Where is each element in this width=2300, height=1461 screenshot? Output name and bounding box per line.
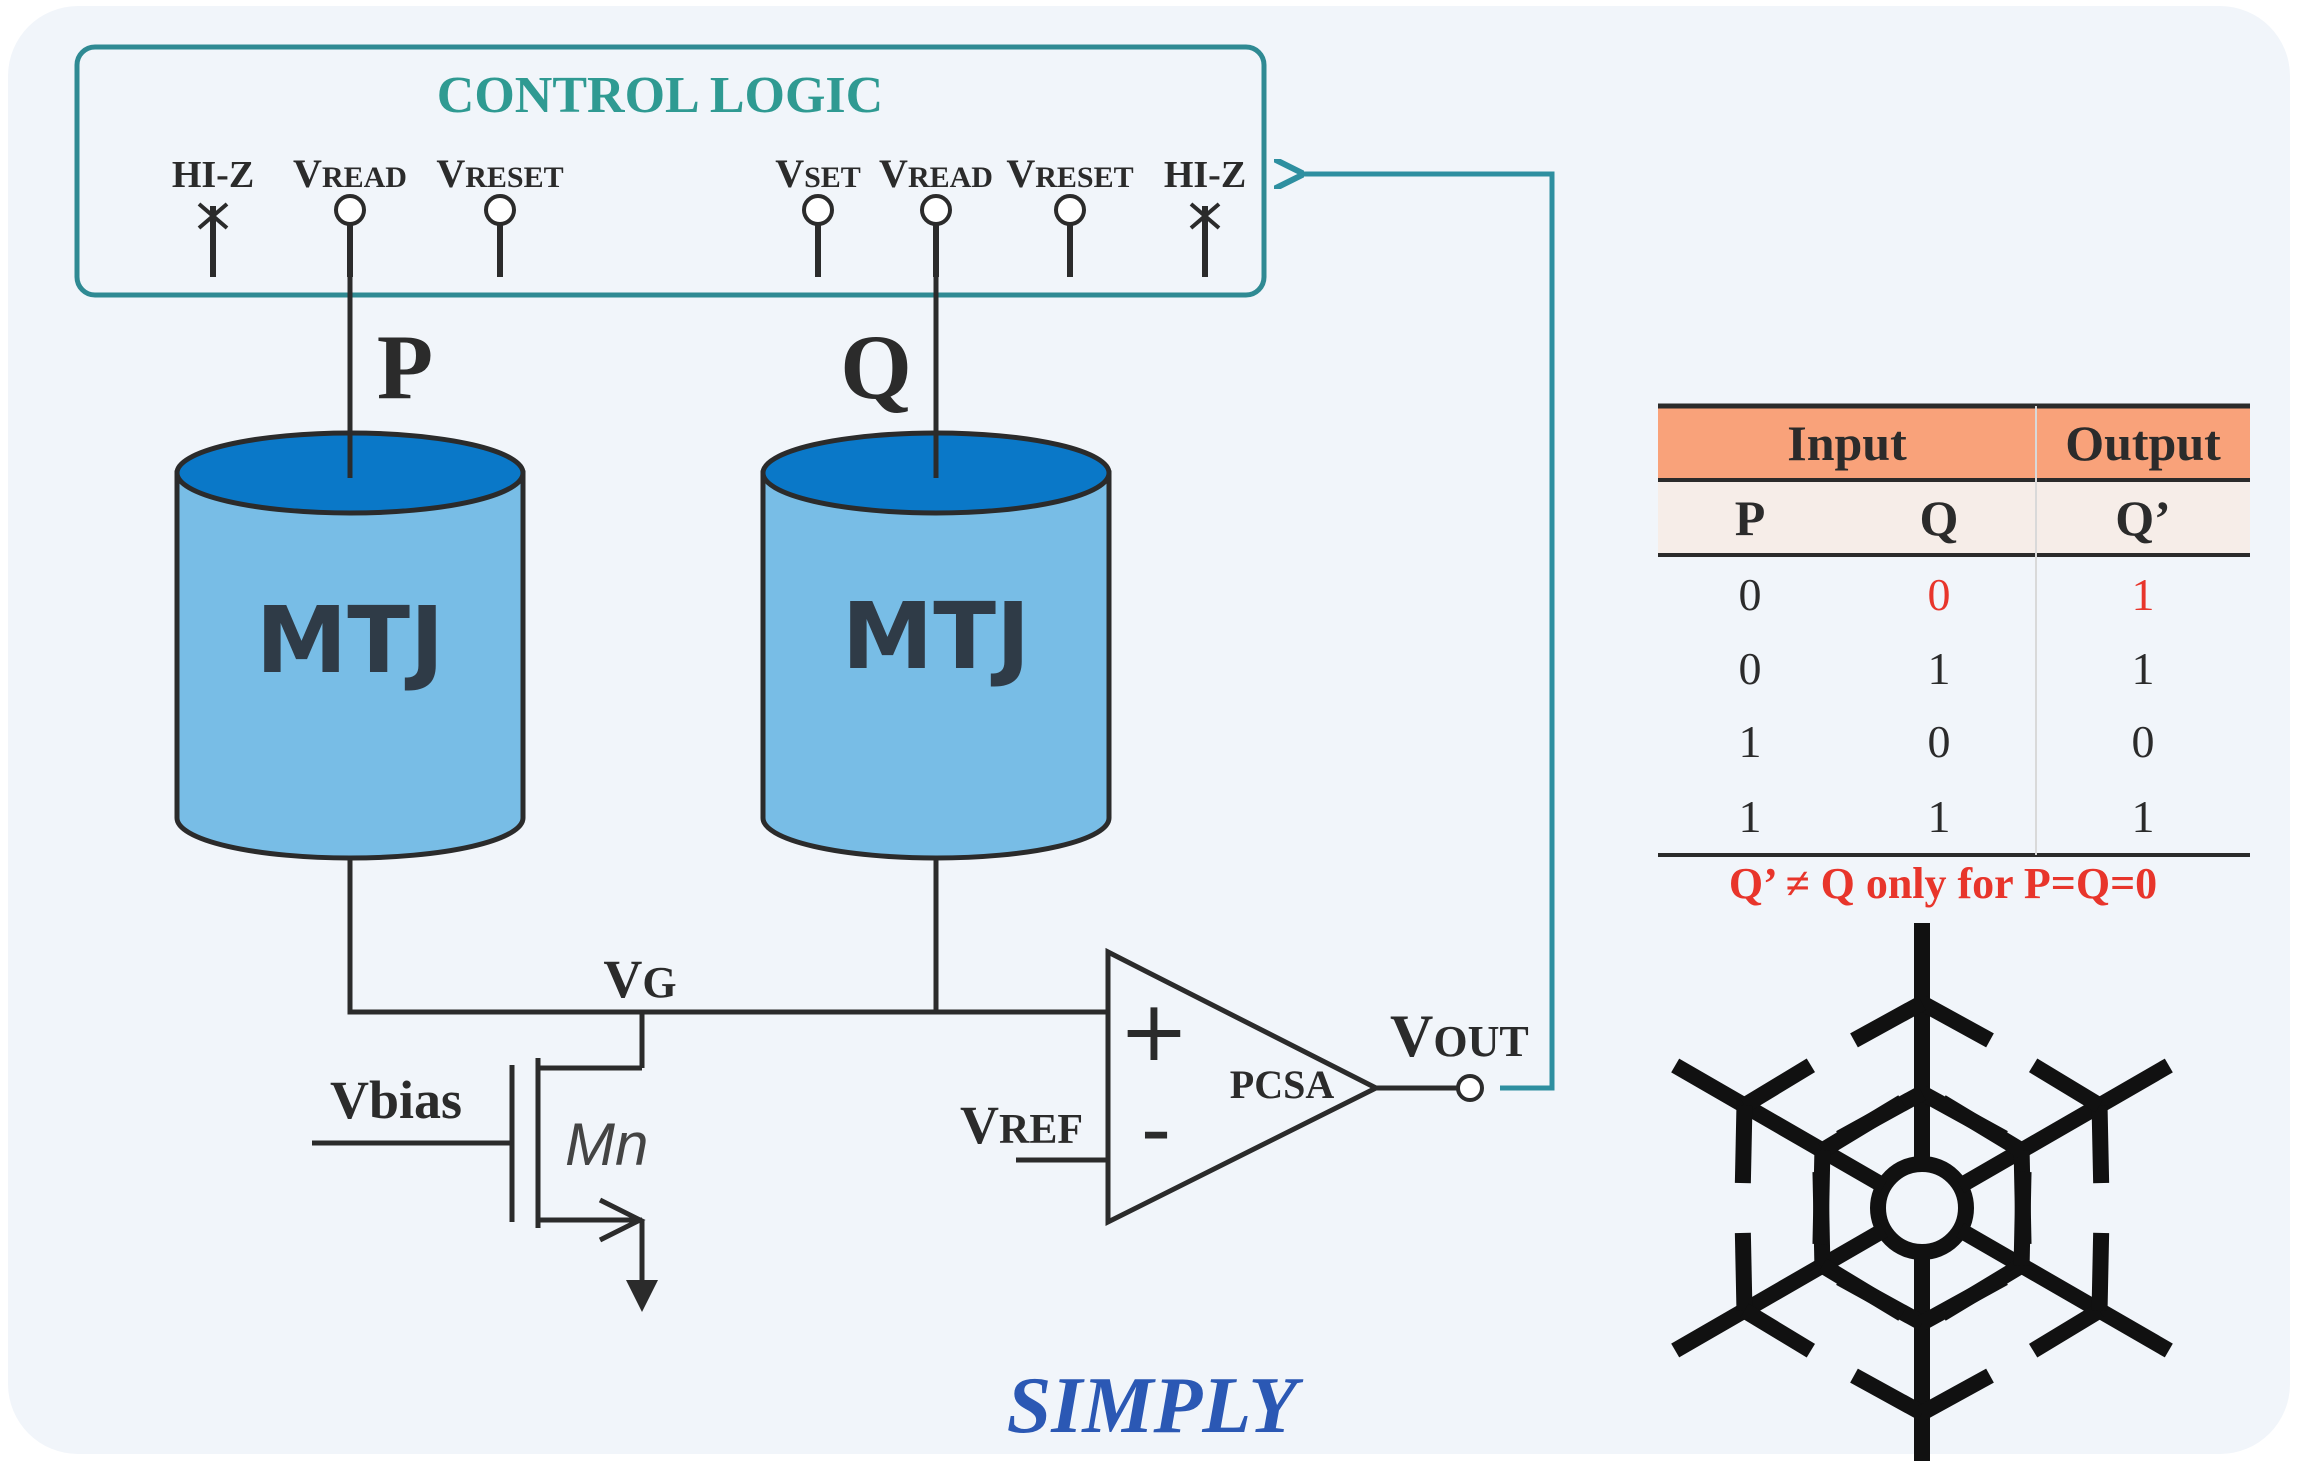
- vbias-label: Vbias: [330, 1070, 462, 1130]
- mtj-right-label: MTJ: [842, 583, 1031, 690]
- control-pin-label: VREAD: [879, 151, 993, 196]
- vg-node-label: VG: [603, 949, 676, 1009]
- table-cell-q: 0: [1928, 569, 1951, 620]
- table-cell-out: 1: [2132, 569, 2155, 620]
- table-column-q: Q: [1920, 490, 1959, 546]
- control-pin-label: VRESET: [436, 151, 563, 196]
- mn-transistor: [312, 1012, 646, 1290]
- mtj-left: MTJ: [174, 430, 526, 861]
- control-pins-right: VSET VREAD VRESET HI-Z: [775, 151, 1246, 277]
- control-pin-vread: VREAD: [879, 151, 993, 277]
- table-row: 1 1 1: [1739, 791, 2155, 842]
- table-cell-out: 1: [2132, 791, 2155, 842]
- table-header-input: Input: [1787, 415, 1907, 471]
- table-row: 0 0 1: [1739, 569, 2155, 620]
- control-pin-hiz: HI-Z: [1164, 154, 1246, 277]
- control-pin-hiz: HI-Z: [172, 154, 254, 277]
- pcsa-minus-label: -: [1141, 1080, 1171, 1178]
- table-header-output: Output: [2065, 415, 2221, 471]
- control-pin-vreset: VRESET: [1006, 151, 1134, 277]
- table-column-header-bg: [1658, 482, 2250, 554]
- table-row: 0 1 1: [1739, 643, 2155, 694]
- pcsa-comparator: + - PCSA: [1105, 947, 1382, 1227]
- table-group-header-bg: [1658, 406, 2250, 478]
- control-logic-title: CONTROL LOGIC: [437, 67, 883, 124]
- mtj-right: MTJ: [760, 430, 1112, 861]
- control-pin-vset: VSET: [775, 151, 861, 277]
- vout-label: VOUT: [1390, 1003, 1529, 1069]
- table-cell-p: 1: [1739, 716, 1762, 767]
- control-pin-label: HI-Z: [1164, 154, 1246, 196]
- ground-arrow: [626, 1280, 658, 1312]
- control-pin-vreset: VRESET: [436, 151, 564, 277]
- control-pin-label: VSET: [775, 151, 861, 196]
- snowflake-icon: [1671, 923, 2173, 1461]
- table-cell-q: 0: [1928, 716, 1951, 767]
- mn-label: Mn: [565, 1111, 648, 1178]
- truth-table: Input Output P Q Q’ 0 0 1 0 1 1 1 0 0 1 1 1 Q’ ≠ Q …: [1658, 403, 2250, 908]
- pcsa-label: PCSA: [1230, 1062, 1335, 1107]
- table-cell-q: 1: [1928, 791, 1951, 842]
- control-logic-box: [74, 44, 1267, 298]
- vg-node-wiring: [347, 858, 1108, 1015]
- feedback-wire: [1298, 174, 1555, 1091]
- table-note: Q’ ≠ Q only for P=Q=0: [1729, 859, 2157, 908]
- control-pins-left: HI-Z VREAD VRESET: [172, 151, 564, 277]
- p-input-label: P: [377, 316, 433, 418]
- q-input-label: Q: [840, 316, 912, 418]
- table-cell-p: 0: [1739, 569, 1762, 620]
- table-cell-out: 0: [2132, 716, 2155, 767]
- table-body: 0 0 1 0 1 1 1 0 0 1 1 1: [1739, 569, 2155, 842]
- table-column-qprime: Q’: [2115, 490, 2171, 546]
- table-cell-q: 1: [1928, 643, 1951, 694]
- table-column-p: P: [1735, 490, 1766, 546]
- control-pin-label: VRESET: [1006, 151, 1133, 196]
- vout-terminal: [1456, 1074, 1484, 1102]
- vref-label: VREF: [960, 1095, 1083, 1155]
- pcsa-plus-label: +: [1119, 982, 1189, 1080]
- table-cell-out: 1: [2132, 643, 2155, 694]
- control-pin-label: HI-Z: [172, 154, 254, 196]
- table-cell-p: 1: [1739, 791, 1762, 842]
- simply-label: SIMPLY: [1007, 1362, 1304, 1450]
- table-row: 1 0 0: [1739, 716, 2155, 767]
- mtj-left-label: MTJ: [256, 587, 445, 694]
- control-pin-label: VREAD: [293, 151, 407, 196]
- table-cell-p: 0: [1739, 643, 1762, 694]
